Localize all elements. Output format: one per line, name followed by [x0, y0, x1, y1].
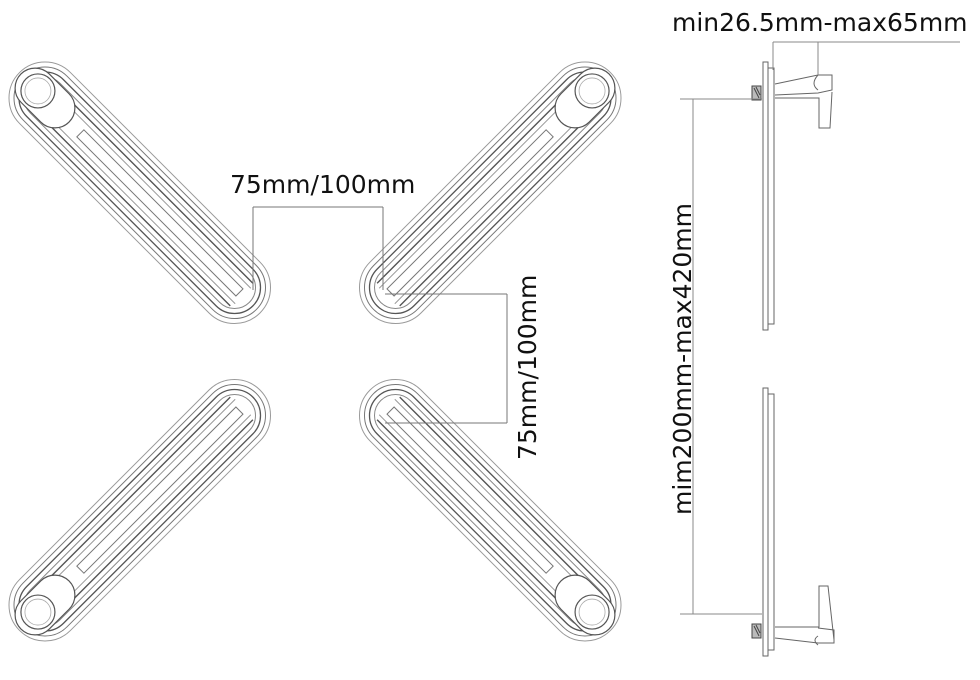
dimension-label-vertical: 75mm/100mm: [513, 274, 542, 460]
arm-bottom-right: [343, 363, 637, 657]
side-view: [680, 41, 960, 657]
dimension-label-height: mim200mm-max420mm: [668, 203, 697, 515]
dimension-vertical: [385, 293, 508, 424]
dimension-label-horizontal: 75mm/100mm: [230, 170, 416, 199]
dimension-label-depth: min26.5mm-max65mm: [672, 8, 968, 37]
arm-bottom-left: [0, 363, 287, 657]
dimension-horizontal: [252, 206, 384, 290]
